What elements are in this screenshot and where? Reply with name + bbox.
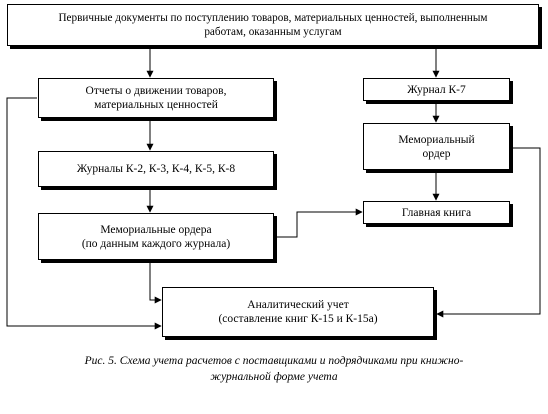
movement-reports-line1: Отчеты о движении товаров,: [85, 85, 227, 97]
arrow-memorial-order-to-analytic: [436, 147, 541, 318]
movement-reports-line2: материальных ценностей: [94, 99, 218, 111]
primary-documents-line1: Первичные документы по поступлению товар…: [58, 12, 488, 24]
primary-documents-box: Первичные документы по поступлению товар…: [7, 4, 539, 46]
analytical-accounting-line1: Аналитический учет: [247, 299, 349, 311]
memorial-order-line2: ордер: [422, 147, 451, 160]
journal-k7-label: Журнал К-7: [407, 83, 466, 96]
journal-k7-box: Журнал К-7: [363, 78, 510, 101]
memorial-order-box: Мемориальный ордер: [363, 123, 510, 170]
arrow-memorial-orders-to-ledger: [277, 208, 363, 238]
memorial-order-line1: Мемориальный: [398, 133, 475, 146]
analytical-accounting-box: Аналитический учет (составление книг К-1…: [162, 287, 434, 337]
arrow-reports-to-analytic: [6, 97, 162, 330]
movement-reports-box: Отчеты о движении товаров, материальных …: [38, 78, 274, 118]
arrow-memorial-orders-to-analytic: [149, 263, 162, 304]
memorial-orders-line2: (по данным каждого журнала): [81, 237, 231, 250]
journals-k2-k8-box: Журналы К-2, К-3, К-4, К-5, К-8: [38, 151, 274, 187]
analytical-accounting-line2: (составление книг К-15 и К-15а): [218, 313, 378, 325]
figure-caption-line2: журнальной форме учета: [210, 371, 338, 383]
figure-caption: Рис. 5. Схема учета расчетов с поставщик…: [0, 353, 548, 385]
primary-documents-line2: работам, оказанным услугам: [204, 26, 342, 38]
general-ledger-label: Главная книга: [401, 206, 472, 219]
memorial-orders-line1: Мемориальные ордера: [100, 223, 212, 236]
figure-caption-line1: Рис. 5. Схема учета расчетов с поставщик…: [84, 355, 464, 367]
memorial-orders-box: Мемориальные ордера (по данным каждого ж…: [38, 213, 274, 260]
journals-k2-k8-label: Журналы К-2, К-3, К-4, К-5, К-8: [76, 163, 236, 175]
general-ledger-box: Главная книга: [363, 201, 510, 224]
